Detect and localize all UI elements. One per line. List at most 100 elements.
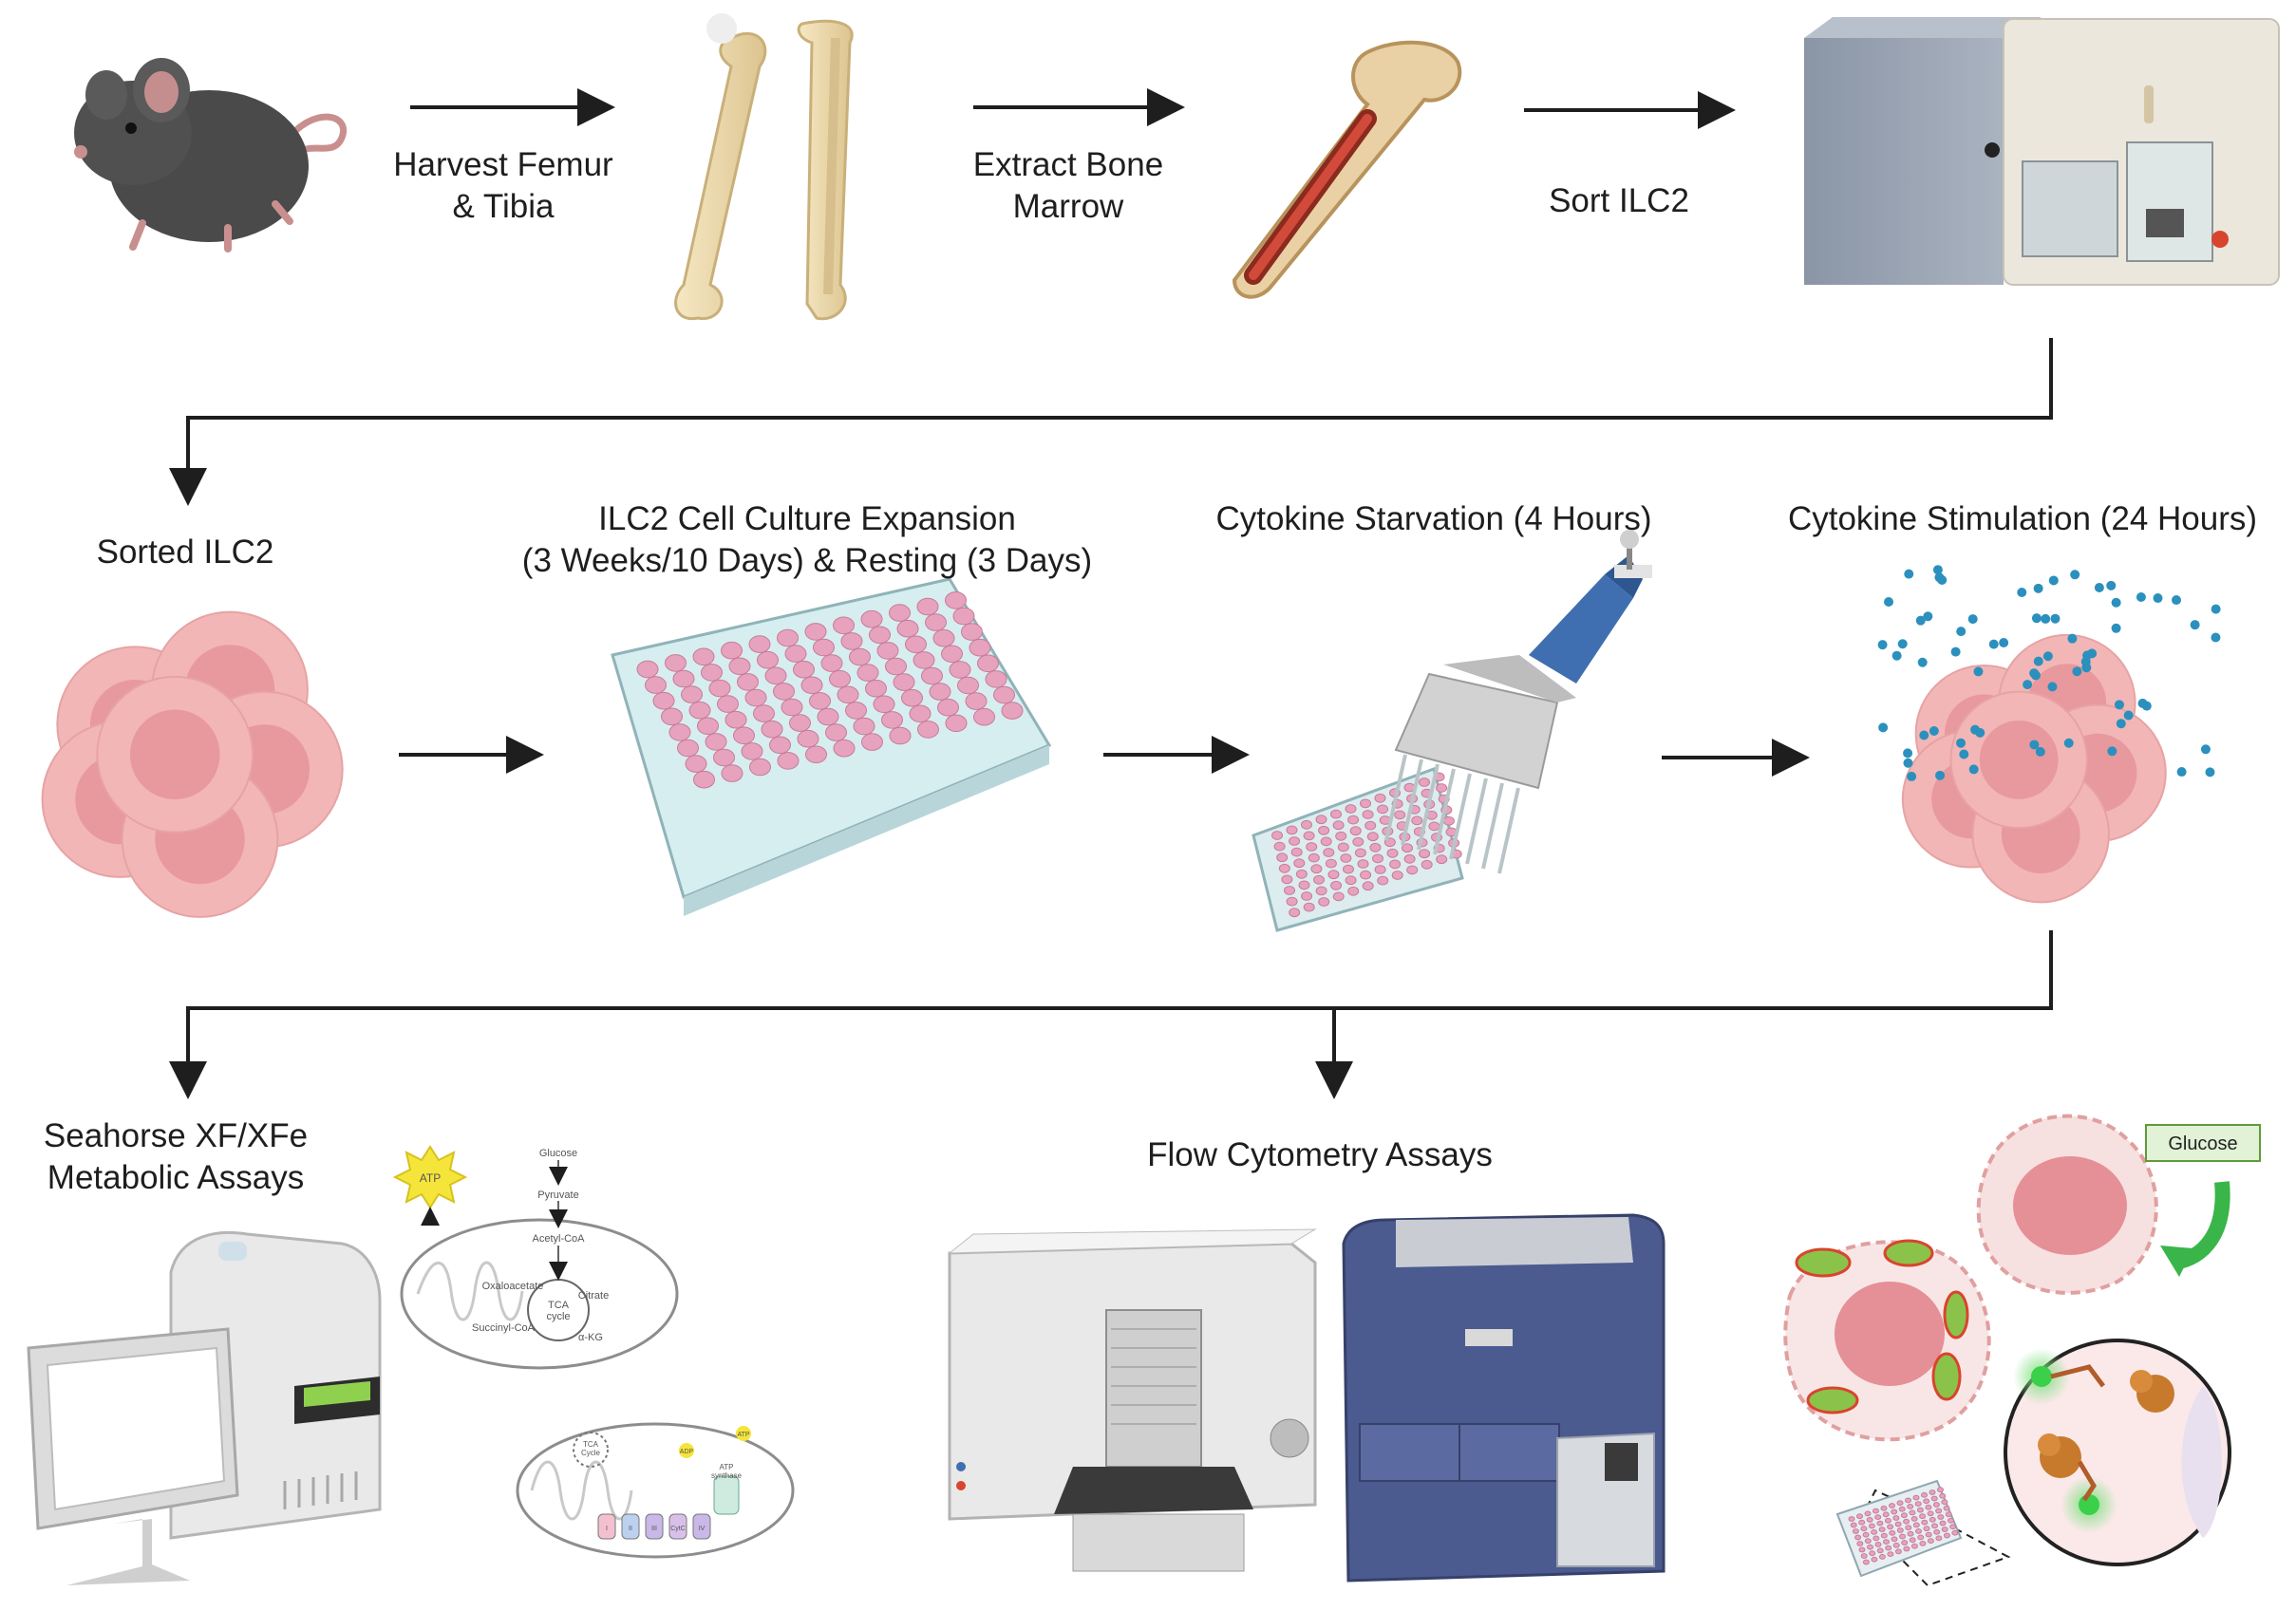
plate-well xyxy=(636,660,659,679)
connector-row2-row3 xyxy=(169,930,2053,1099)
plate-well xyxy=(1949,1524,1957,1530)
cytokine-dot xyxy=(1878,722,1889,733)
plate-well xyxy=(1848,1516,1855,1522)
plate-well xyxy=(1854,1534,1862,1541)
cytokine-dot xyxy=(2041,613,2051,624)
cytokine-dot xyxy=(2048,575,2059,586)
cytokine-dot xyxy=(1919,730,1929,740)
plate-well xyxy=(1892,1515,1900,1521)
plate-well xyxy=(957,676,979,695)
plate-well xyxy=(929,683,951,701)
plate-well xyxy=(1909,1537,1916,1544)
etc-complex xyxy=(692,1513,711,1540)
plate-well xyxy=(1899,1533,1906,1540)
plate-well xyxy=(1411,815,1423,826)
connector-row1-row2 xyxy=(169,338,2053,506)
plate-well xyxy=(1923,1498,1930,1505)
cytokine-dot xyxy=(2111,623,2121,633)
plate-well xyxy=(781,698,803,717)
plate-well xyxy=(1276,852,1289,863)
plate-well xyxy=(1878,1554,1886,1560)
cytokine-dot xyxy=(2094,582,2104,592)
cytokine-dot xyxy=(1956,627,1967,637)
plate-well xyxy=(1892,1542,1900,1548)
plate-well xyxy=(896,619,919,638)
cytokine-dot xyxy=(2153,593,2163,604)
plate-well xyxy=(1912,1494,1920,1501)
cytokine-dot xyxy=(2047,682,2058,692)
cytokine-dot xyxy=(2017,587,2027,597)
plate-well xyxy=(973,707,995,726)
plate-well xyxy=(1887,1524,1894,1530)
plate-well xyxy=(1335,831,1347,841)
plate-well xyxy=(1909,1509,1916,1516)
plate-well xyxy=(1850,1522,1857,1528)
cytokine-dot xyxy=(2137,698,2148,708)
plate-well xyxy=(1931,1523,1938,1529)
plate-well xyxy=(661,707,683,726)
plate-well xyxy=(876,642,899,660)
plate-well xyxy=(932,628,955,647)
plate-well xyxy=(1912,1522,1920,1528)
sorted-ilc2-cells xyxy=(41,610,344,918)
plate-well xyxy=(840,632,863,650)
plate-well xyxy=(1421,859,1433,870)
plate-well xyxy=(1330,880,1343,890)
plate-well xyxy=(1362,881,1374,891)
cytokine-dot xyxy=(1897,639,1908,649)
plate-well xyxy=(1366,832,1379,842)
plate-well xyxy=(1930,1495,1938,1502)
tca-oxaloacetate: Oxaloacetate xyxy=(482,1281,544,1292)
plate-well xyxy=(937,698,959,717)
etc-complex-label: CytC xyxy=(670,1526,686,1532)
plate-well xyxy=(977,654,999,673)
mitochondrion-tca-diagram: Glucose Pyruvate Acetyl-CoA Citrate Oxal… xyxy=(400,1148,679,1370)
plate-well xyxy=(1362,810,1374,819)
plate-well xyxy=(1386,848,1399,858)
plate-well xyxy=(1884,1517,1891,1524)
plate-well xyxy=(833,616,855,635)
plate-well xyxy=(913,651,935,669)
plate-well xyxy=(1943,1532,1950,1539)
plate-well xyxy=(1907,1530,1914,1537)
cytokine-dot xyxy=(2031,613,2042,624)
cytokine-dot xyxy=(1970,724,1981,735)
plate-well xyxy=(1871,1529,1878,1535)
plate-well xyxy=(1880,1505,1888,1511)
bone-marrow-icon xyxy=(1232,40,1462,299)
plate-well xyxy=(1925,1504,1932,1510)
plate-well xyxy=(925,613,947,631)
plate-well xyxy=(1882,1511,1890,1518)
plate-well xyxy=(1869,1550,1876,1557)
cytokine-dot xyxy=(2081,663,2092,673)
plate-well xyxy=(916,597,939,616)
plate-well xyxy=(1325,858,1337,869)
tca-glucose: Glucose xyxy=(539,1148,577,1159)
plate-well xyxy=(1858,1519,1866,1526)
plate-well xyxy=(764,666,787,685)
plate-well xyxy=(1858,1546,1866,1553)
step-extract-label: Extract Bone Marrow xyxy=(972,146,1164,225)
cytokine-dot xyxy=(2211,632,2221,643)
plate-well xyxy=(761,720,783,739)
plate-well xyxy=(1301,819,1312,830)
plate-well xyxy=(1910,1543,1918,1549)
plate-well xyxy=(1327,870,1340,880)
cytokine-dot xyxy=(2023,680,2033,690)
plate-well xyxy=(1419,849,1431,859)
plate-well xyxy=(861,733,883,751)
plate-well xyxy=(1925,1531,1932,1538)
plate-well xyxy=(1883,1539,1890,1545)
plate-well xyxy=(1945,1511,1952,1518)
plate-well xyxy=(969,638,991,657)
cytokine-dot xyxy=(2050,613,2061,624)
plate-well xyxy=(1889,1503,1895,1508)
plate-well xyxy=(1436,854,1448,865)
plate-well xyxy=(1874,1514,1882,1520)
plate-well xyxy=(1866,1517,1873,1523)
plate-well xyxy=(805,745,827,764)
plate-well xyxy=(693,770,715,789)
plate-well xyxy=(1862,1531,1870,1538)
plate-well xyxy=(1345,804,1357,814)
